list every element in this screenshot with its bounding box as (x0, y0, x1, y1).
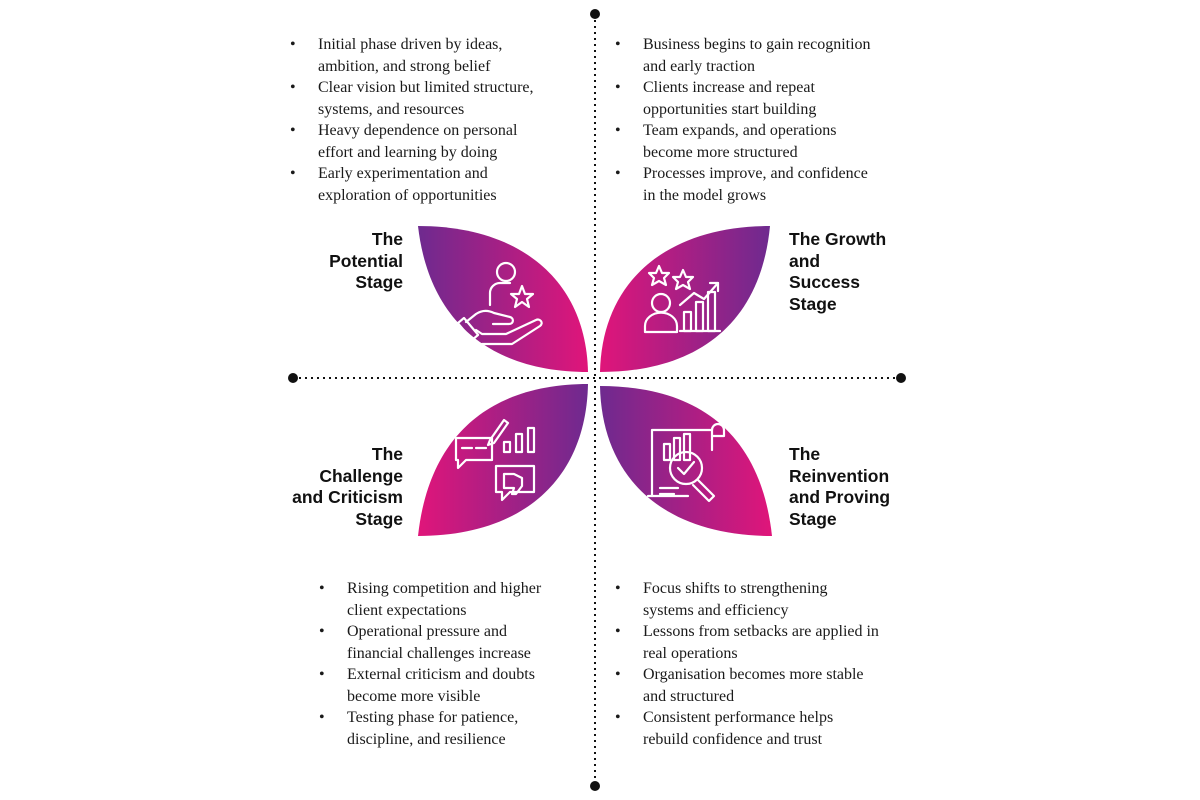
stage-title-growth: The Growth and Success Stage (789, 229, 886, 315)
axis-endpoint-left (288, 373, 298, 383)
title-line: Stage (789, 293, 837, 314)
title-line: Success (789, 272, 861, 292)
title-line: Stage (355, 508, 403, 529)
list-item: Clients increase and repeatopportunities… (615, 77, 963, 120)
axis-endpoint-right (896, 373, 906, 383)
title-line: and Criticism (292, 487, 403, 507)
bullets-potential: Initial phase driven by ideas,ambition, … (290, 34, 618, 206)
feedback-thumbs-down-icon (454, 418, 536, 502)
petal-growth (600, 226, 770, 372)
title-line: and Proving (789, 487, 891, 507)
list-item: Testing phase for patience,discipline, a… (319, 707, 627, 750)
stage-title-potential: The Potential Stage (329, 229, 403, 294)
stage-title-reinvention: The Reinvention and Proving Stage (789, 444, 890, 530)
stage-title-challenge: The Challenge and Criticism Stage (292, 444, 403, 530)
axis-endpoint-bottom (590, 781, 600, 791)
petal-challenge (418, 384, 588, 536)
list-item: Initial phase driven by ideas,ambition, … (290, 34, 618, 77)
title-line: The (789, 444, 821, 464)
list-item: Clear vision but limited structure,syste… (290, 77, 618, 120)
title-line: and (789, 250, 821, 271)
report-magnifier-check-icon (646, 422, 726, 503)
person-star-hand-icon (456, 261, 543, 346)
title-line: The (371, 229, 403, 249)
title-line: Stage (789, 508, 837, 529)
title-line: Potential (329, 250, 403, 271)
title-line: The (371, 444, 403, 464)
person-growth-chart-icon (643, 264, 722, 334)
title-line: The Growth (789, 229, 887, 249)
title-line: Stage (355, 272, 403, 292)
title-line: Challenge (319, 465, 403, 486)
petal-potential (418, 226, 588, 372)
title-line: Reinvention (789, 465, 890, 486)
axis-endpoint-top (590, 9, 600, 19)
list-item: Lessons from setbacks are applied inreal… (615, 621, 973, 664)
